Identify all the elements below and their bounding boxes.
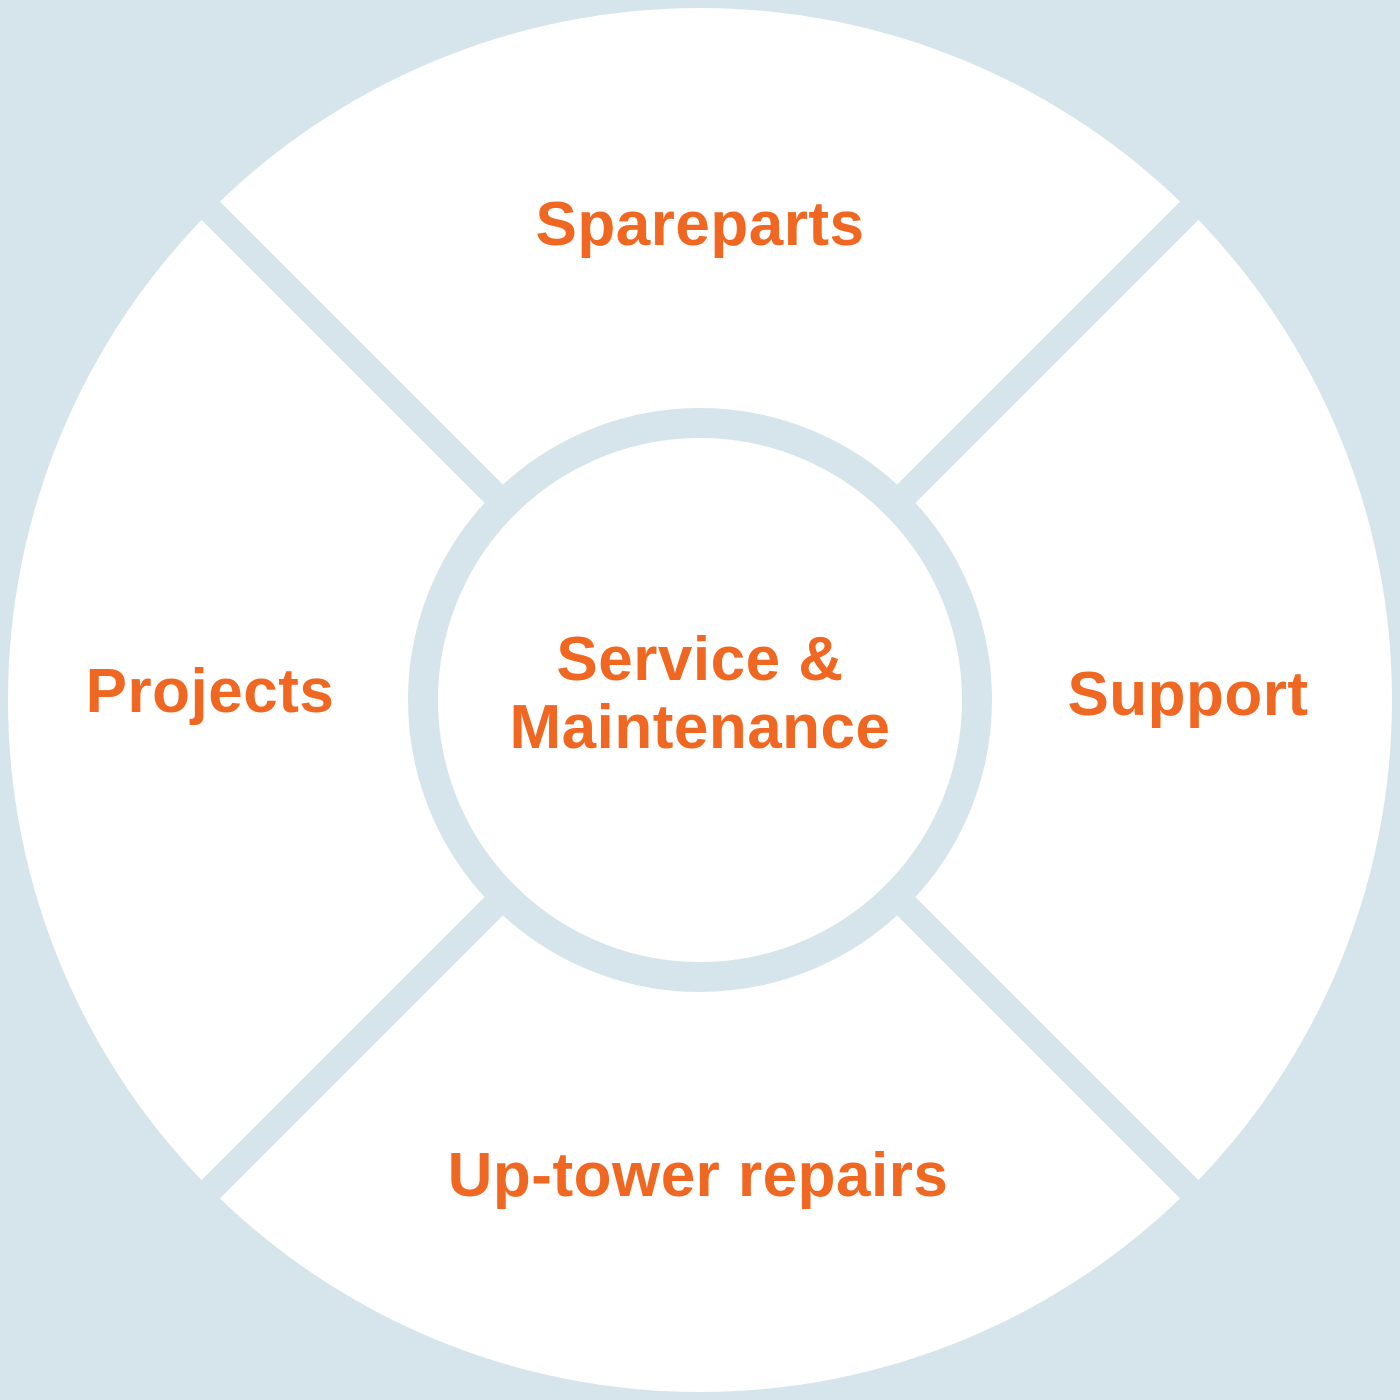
segment-label-up-tower-repairs: Up-tower repairs: [448, 1141, 949, 1210]
center-label-line2: Maintenance: [509, 693, 890, 762]
center-circle: [408, 408, 992, 992]
segment-label-projects: Projects: [86, 657, 335, 726]
segment-label-spareparts: Spareparts: [536, 190, 865, 259]
center-label-line1: Service &: [556, 625, 843, 694]
segment-label-support: Support: [1067, 660, 1308, 729]
